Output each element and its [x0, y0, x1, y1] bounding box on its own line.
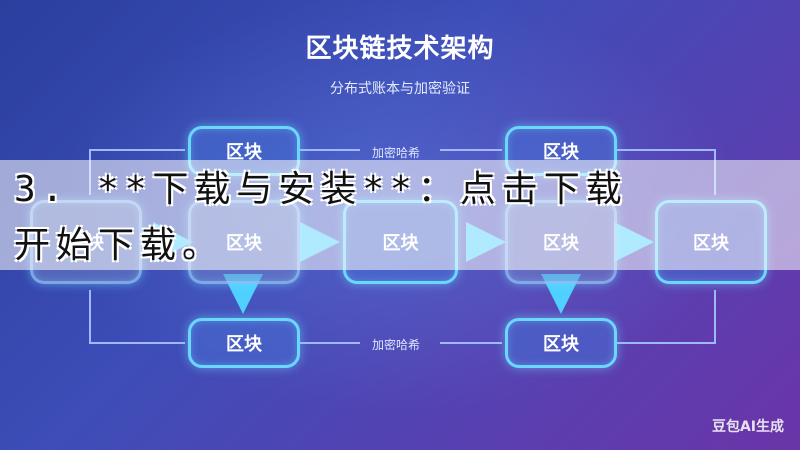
- edge-label-top: 加密哈希: [372, 146, 421, 160]
- loop-right-bottom: [615, 290, 716, 344]
- watermark: 豆包AI生成: [711, 419, 784, 435]
- loop-left-bottom: [89, 290, 185, 344]
- overlay-line-2: 开始下载。: [14, 225, 225, 266]
- block-bottom-left: 区块: [188, 318, 300, 368]
- overlay-line-1: 3. **下载与安装**：点击下载: [14, 169, 628, 210]
- block-bottom-right: 区块: [505, 318, 617, 368]
- overlay-caption: 3. **下载与安装**：点击下载 开始下载。: [14, 162, 794, 274]
- edge-label-bottom: 加密哈希: [372, 338, 421, 352]
- diagram-title: 区块链技术架构: [305, 34, 495, 64]
- diagram-subtitle: 分布式账本与加密验证: [330, 81, 470, 97]
- caption-band: [0, 160, 800, 270]
